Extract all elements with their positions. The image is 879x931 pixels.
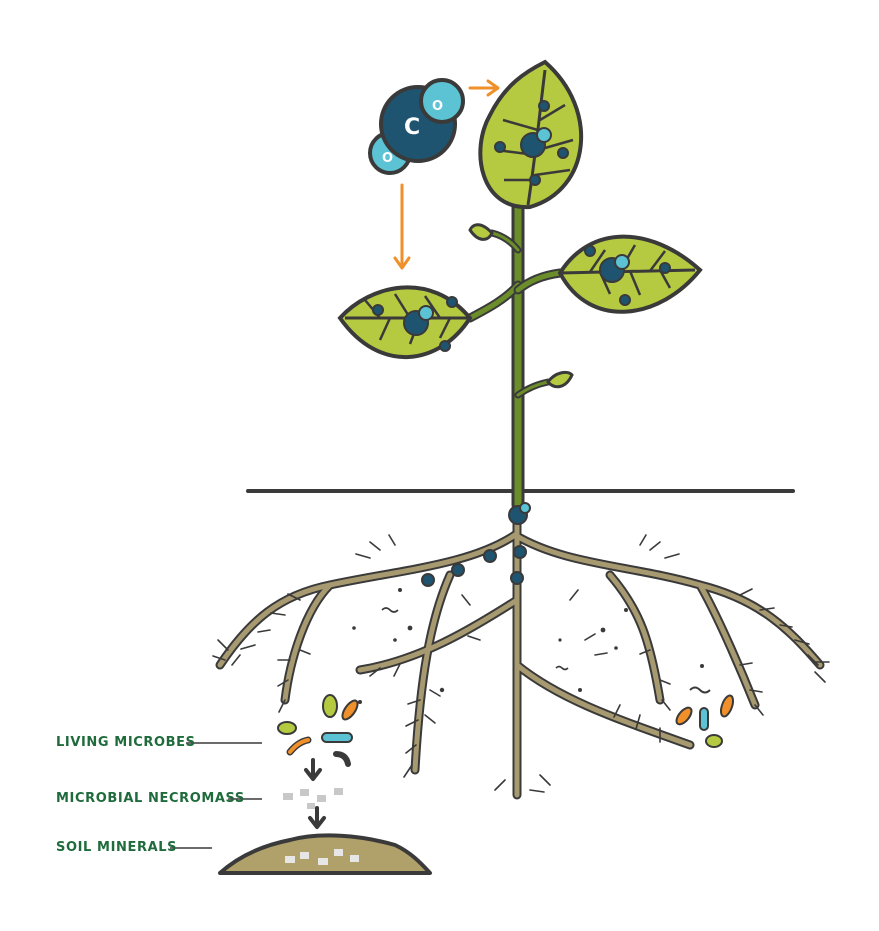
soil-squiggle [689, 686, 711, 694]
carbon-particles [372, 100, 671, 587]
necromass-particles [283, 788, 343, 809]
soil-squiggle [381, 607, 399, 613]
soil-minerals-label: SOIL MINERALS [56, 840, 178, 855]
soil-squiggle [555, 665, 569, 671]
soil-mound [218, 833, 432, 875]
carbon-symbol: C [404, 115, 420, 140]
oxygen-symbol: O [382, 151, 393, 166]
process-arrows [304, 758, 326, 829]
soil-specks [352, 588, 704, 704]
carbon-flow-arrows [393, 79, 500, 270]
small-leaf-upper [468, 223, 494, 241]
right-leaf [557, 234, 703, 314]
oxygen-symbol: O [432, 99, 443, 114]
co2-molecule: C O O [368, 78, 465, 175]
microbial-necromass-label: MICROBIAL NECROMASS [56, 791, 245, 806]
small-leaf-lower [546, 370, 574, 389]
label-leaders [170, 742, 262, 849]
plant-stem [465, 188, 565, 512]
microbes-right [675, 694, 735, 748]
microbes-left [277, 694, 359, 767]
oxygen-atom [419, 78, 465, 124]
living-microbes-label: LIVING MICROBES [56, 735, 196, 750]
